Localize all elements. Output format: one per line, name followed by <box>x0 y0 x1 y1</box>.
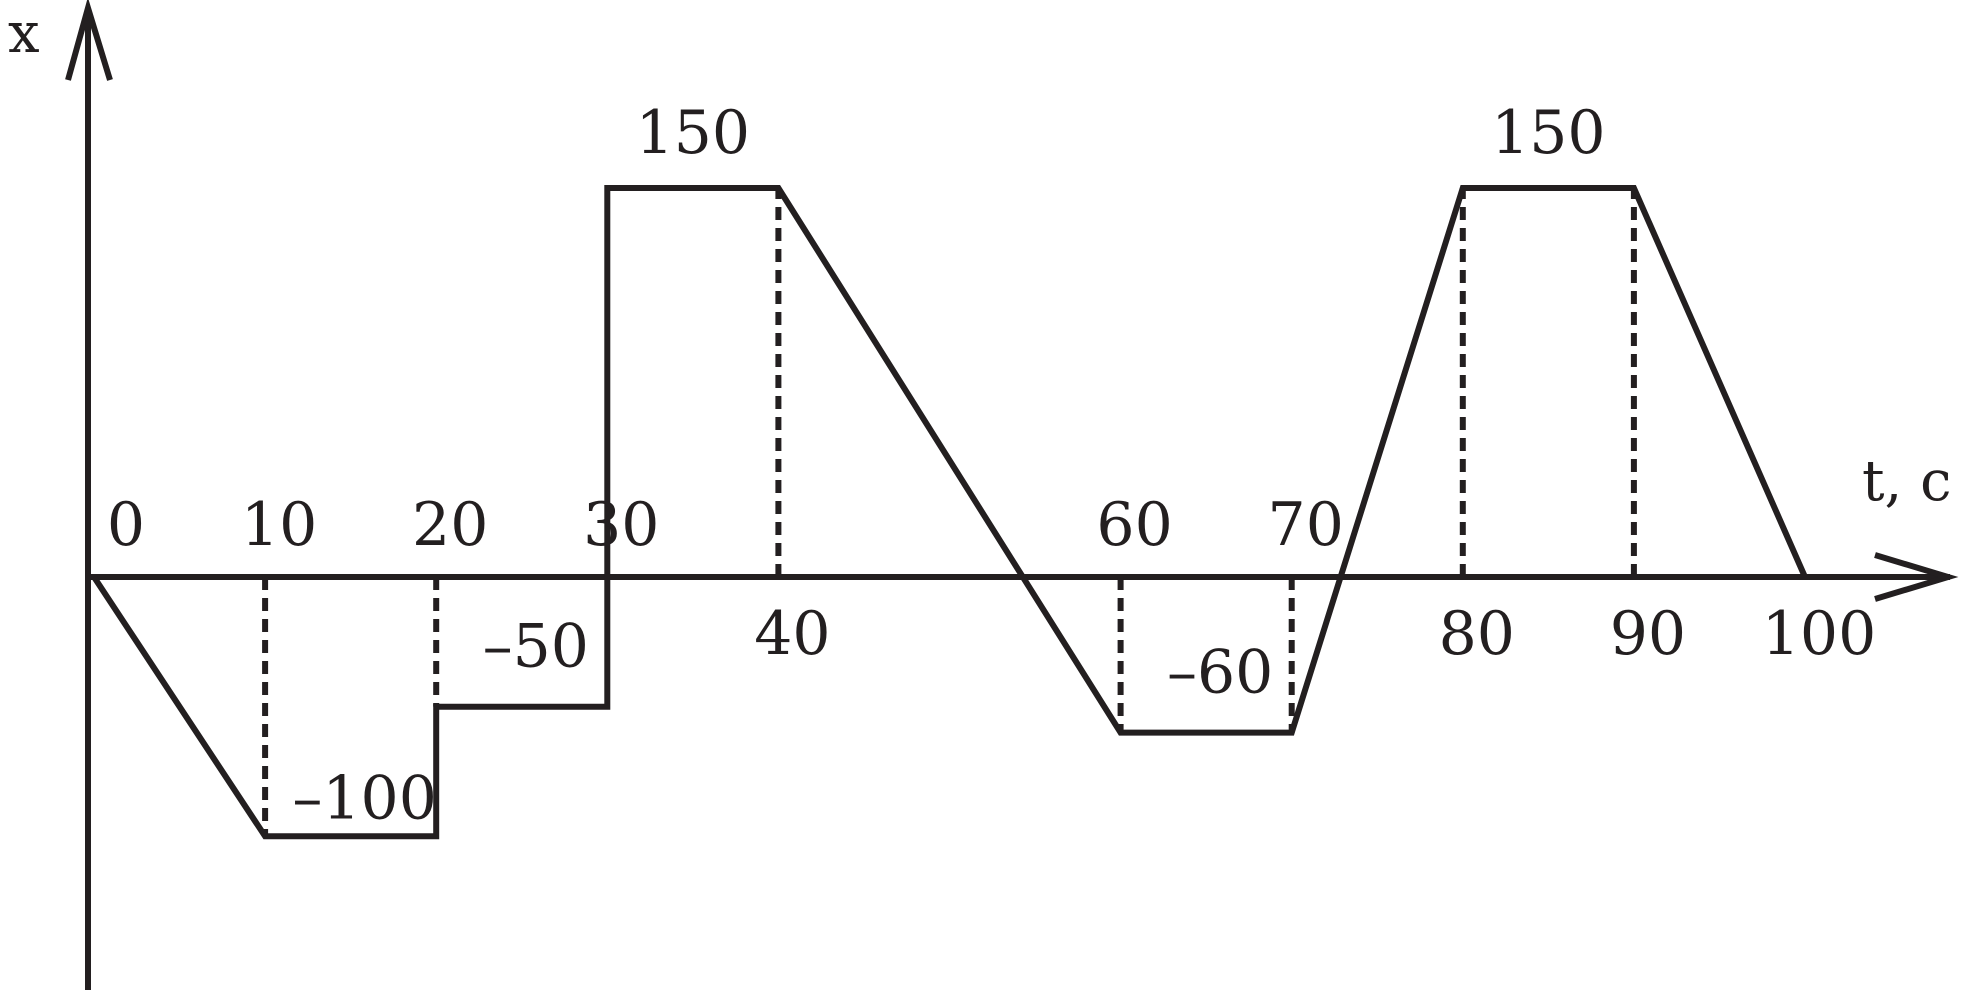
x-axis-label: t, c <box>1862 449 1951 514</box>
tick-label-40: 40 <box>754 599 830 669</box>
tick-label-80: 80 <box>1439 599 1515 669</box>
y-axis-arrowhead <box>65 0 113 81</box>
tick-label-0: 0 <box>107 490 145 560</box>
value-labels: 150 150 –100 –50 –60 <box>292 98 1605 833</box>
value-label-0: 150 <box>636 98 751 168</box>
tick-label-60: 60 <box>1096 490 1172 560</box>
x-axis-arrowhead <box>1874 552 1959 602</box>
tick-label-30: 30 <box>583 490 659 560</box>
axes: x t, c <box>8 0 1959 990</box>
tick-label-90: 90 <box>1610 599 1686 669</box>
value-label-3: –50 <box>483 612 589 682</box>
guide-lines <box>262 188 1637 837</box>
value-label-4: –60 <box>1167 638 1273 708</box>
value-label-1: 150 <box>1491 98 1606 168</box>
tick-label-100: 100 <box>1762 599 1877 669</box>
tick-label-20: 20 <box>412 490 488 560</box>
series-line-0 <box>91 185 1808 840</box>
tick-label-10: 10 <box>241 490 317 560</box>
y-axis-label: x <box>8 1 40 66</box>
tick-labels: 0 10 20 30 60 70 40 80 90 100 <box>107 490 1876 669</box>
tick-label-70: 70 <box>1268 490 1344 560</box>
value-label-2: –100 <box>292 763 437 833</box>
series-group <box>91 185 1808 840</box>
